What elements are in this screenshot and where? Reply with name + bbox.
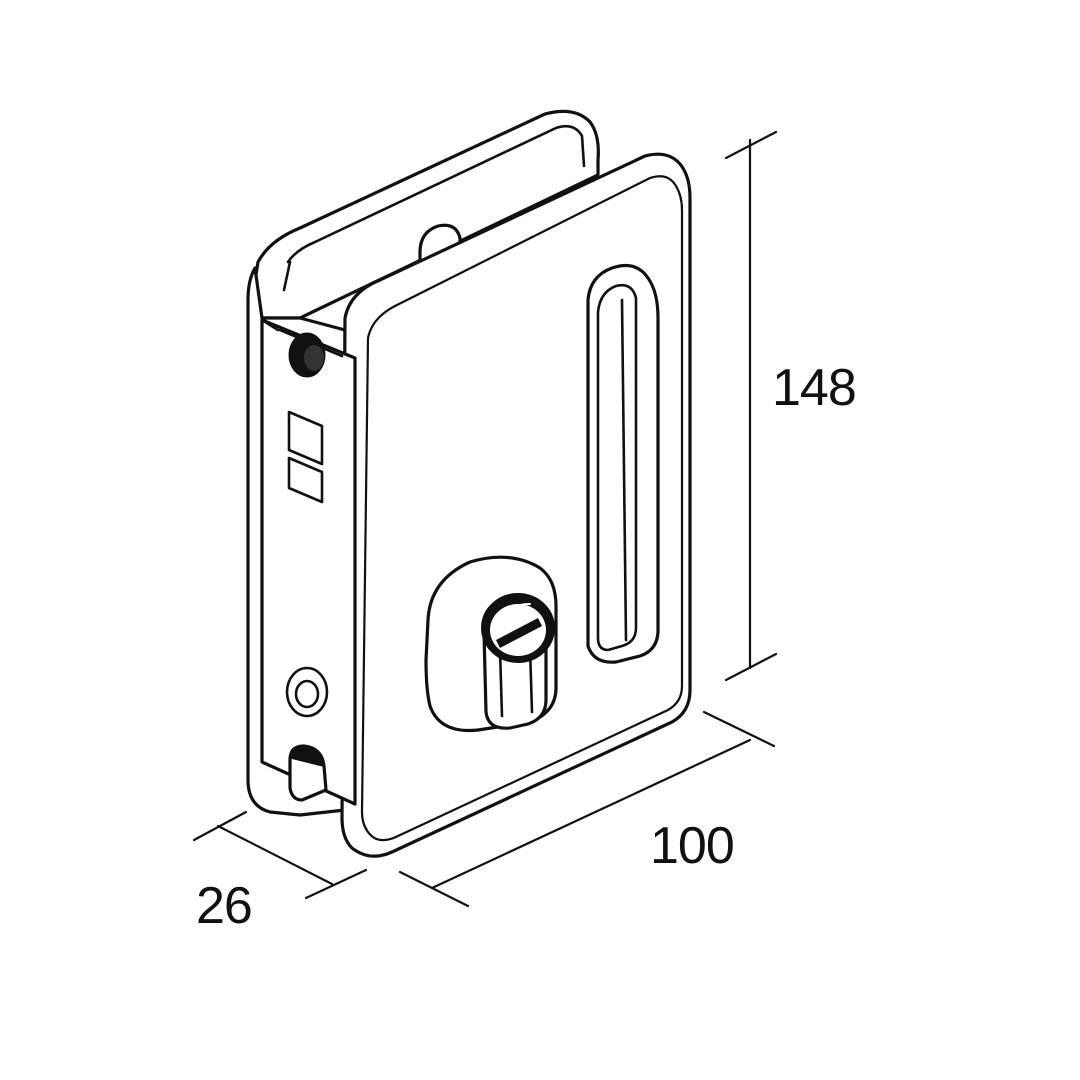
top-screw-hole xyxy=(288,332,326,378)
dimension-height-label: 148 xyxy=(772,359,857,417)
latch-windows xyxy=(287,410,324,504)
dimension-width-label: 100 xyxy=(650,817,735,875)
lock-cylinder xyxy=(481,593,555,730)
bottom-screw xyxy=(285,666,329,718)
strike-plate xyxy=(260,318,357,806)
handle-slot xyxy=(586,264,660,664)
dimension-depth-line xyxy=(192,810,368,900)
dimension-width-line xyxy=(398,710,776,908)
dimension-depth-label: 26 xyxy=(196,877,253,935)
bottom-slot xyxy=(288,744,328,802)
dimension-height-line xyxy=(724,130,778,682)
back-plate xyxy=(250,109,600,320)
